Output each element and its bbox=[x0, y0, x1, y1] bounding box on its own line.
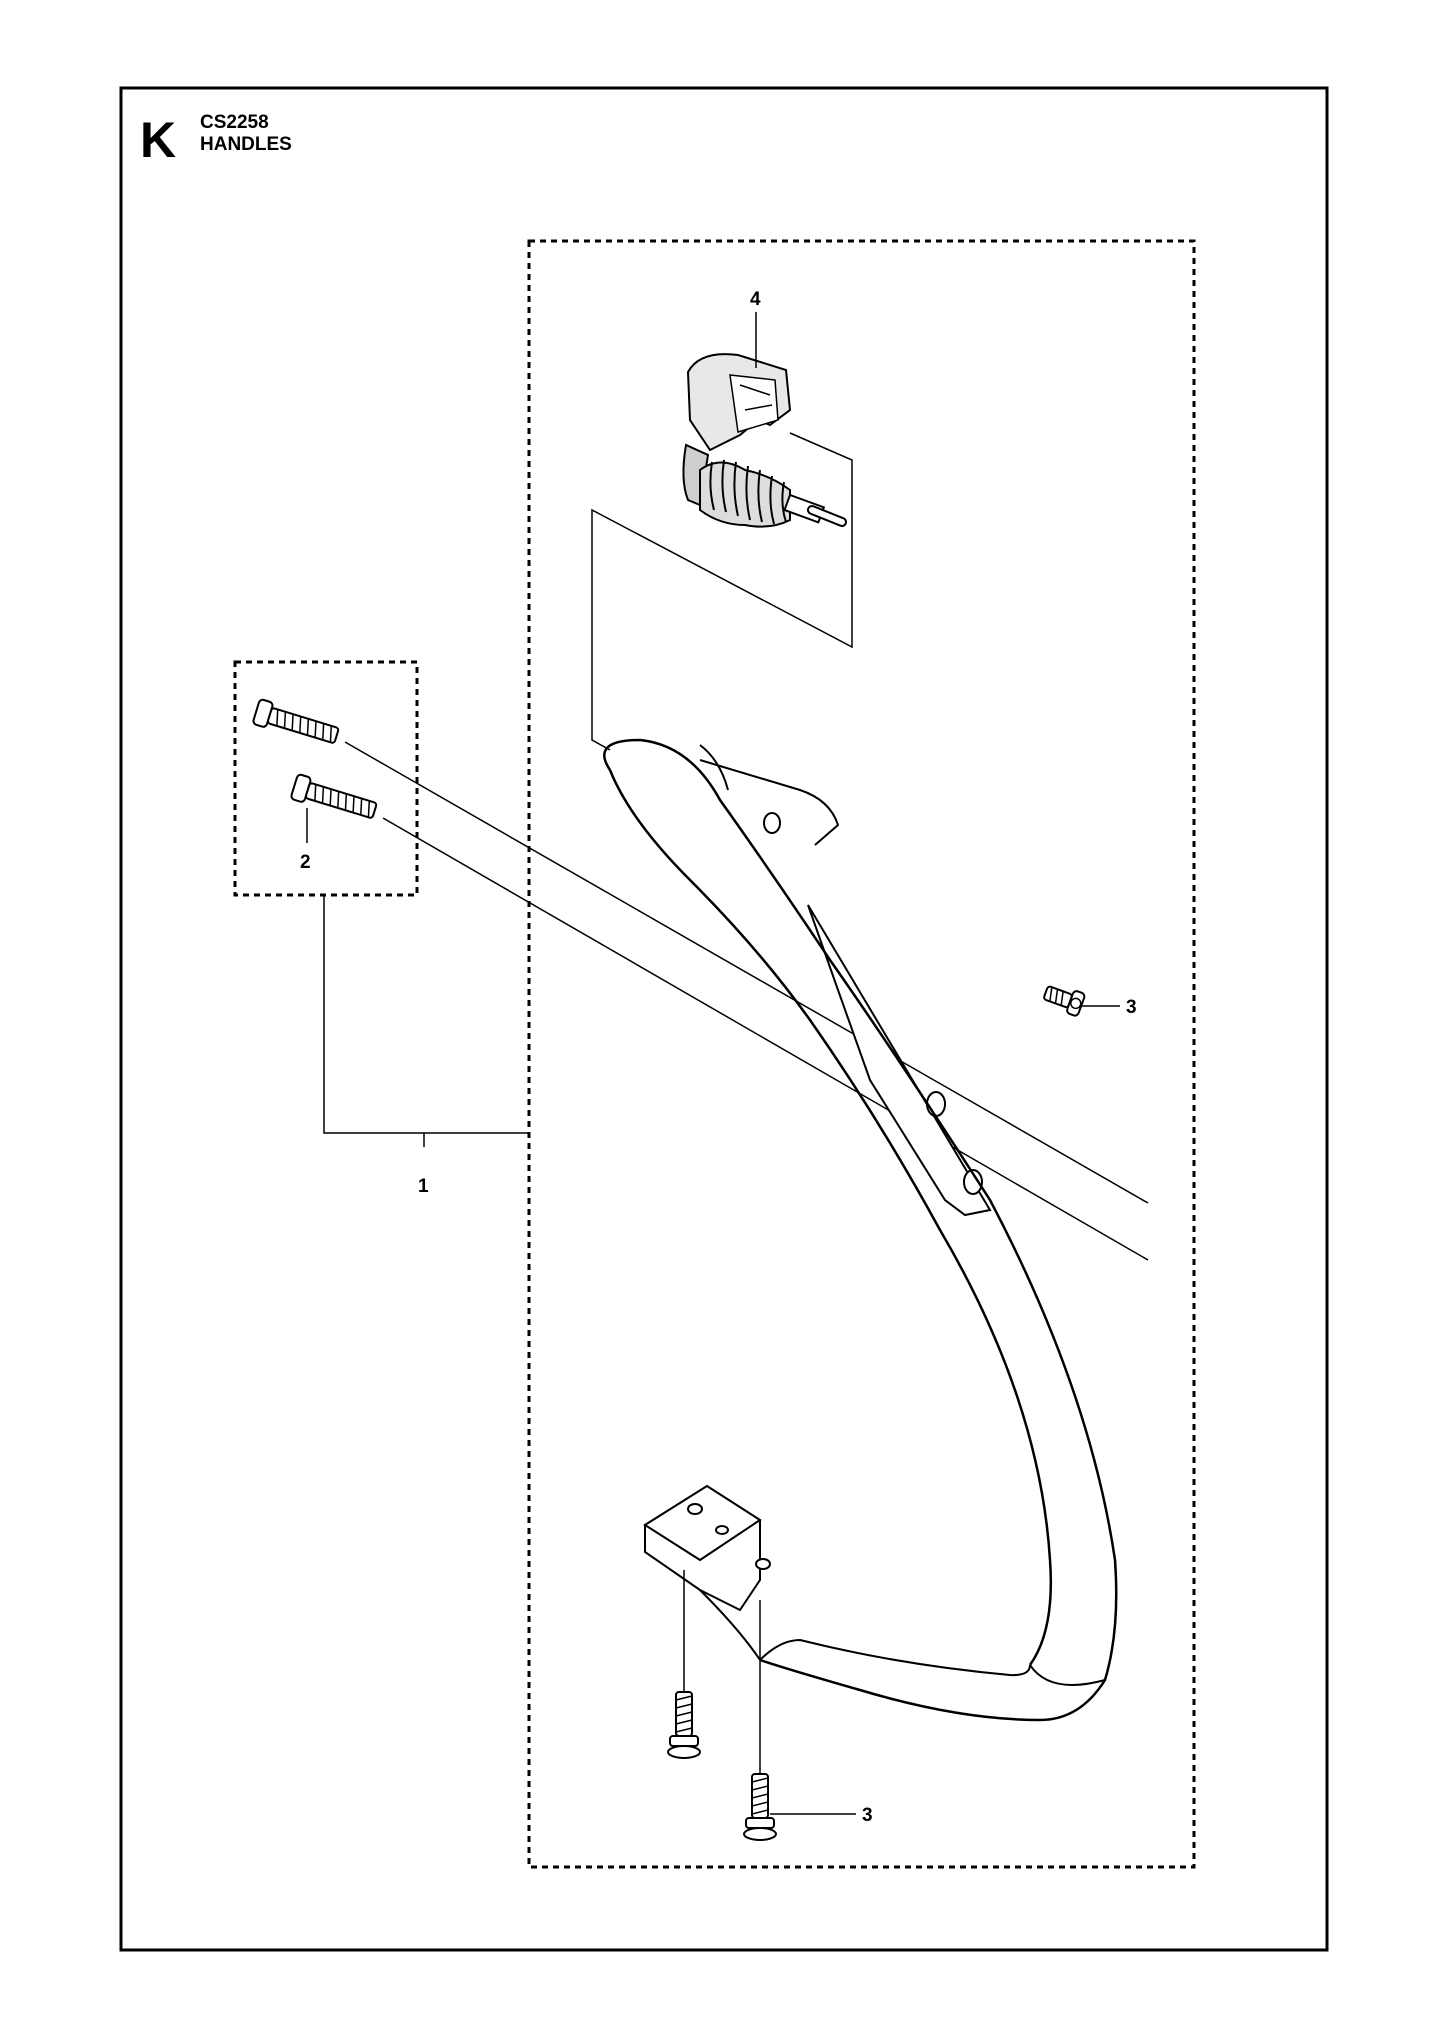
mounting-plane bbox=[591, 432, 853, 751]
callout-2: 2 bbox=[300, 852, 311, 873]
screw-3-lower-right bbox=[743, 1773, 777, 1841]
screw-2-lower bbox=[290, 773, 378, 819]
av-spring bbox=[699, 459, 791, 528]
callout-1: 1 bbox=[418, 1176, 429, 1197]
front-handle bbox=[603, 738, 1118, 1722]
callout-3-upper: 3 bbox=[1126, 997, 1137, 1018]
screw-3-lower-left bbox=[667, 1691, 701, 1759]
screw-2-upper bbox=[252, 698, 340, 744]
assembly-line-upper bbox=[344, 741, 1149, 1204]
section-letter: K bbox=[140, 112, 176, 168]
callout-3-lower: 3 bbox=[862, 1805, 873, 1826]
assembly-line-lower bbox=[382, 817, 1149, 1261]
callout-4: 4 bbox=[750, 289, 761, 310]
kit-boundary-screws bbox=[233, 660, 419, 897]
kit-boundary-main bbox=[527, 239, 1196, 1869]
model-number: CS2258 bbox=[200, 112, 269, 133]
kit-bracket bbox=[323, 895, 529, 1134]
screw-3-upper bbox=[1043, 985, 1086, 1017]
page-frame bbox=[119, 86, 1329, 1952]
av-element bbox=[682, 353, 847, 528]
section-title: HANDLES bbox=[200, 134, 292, 155]
